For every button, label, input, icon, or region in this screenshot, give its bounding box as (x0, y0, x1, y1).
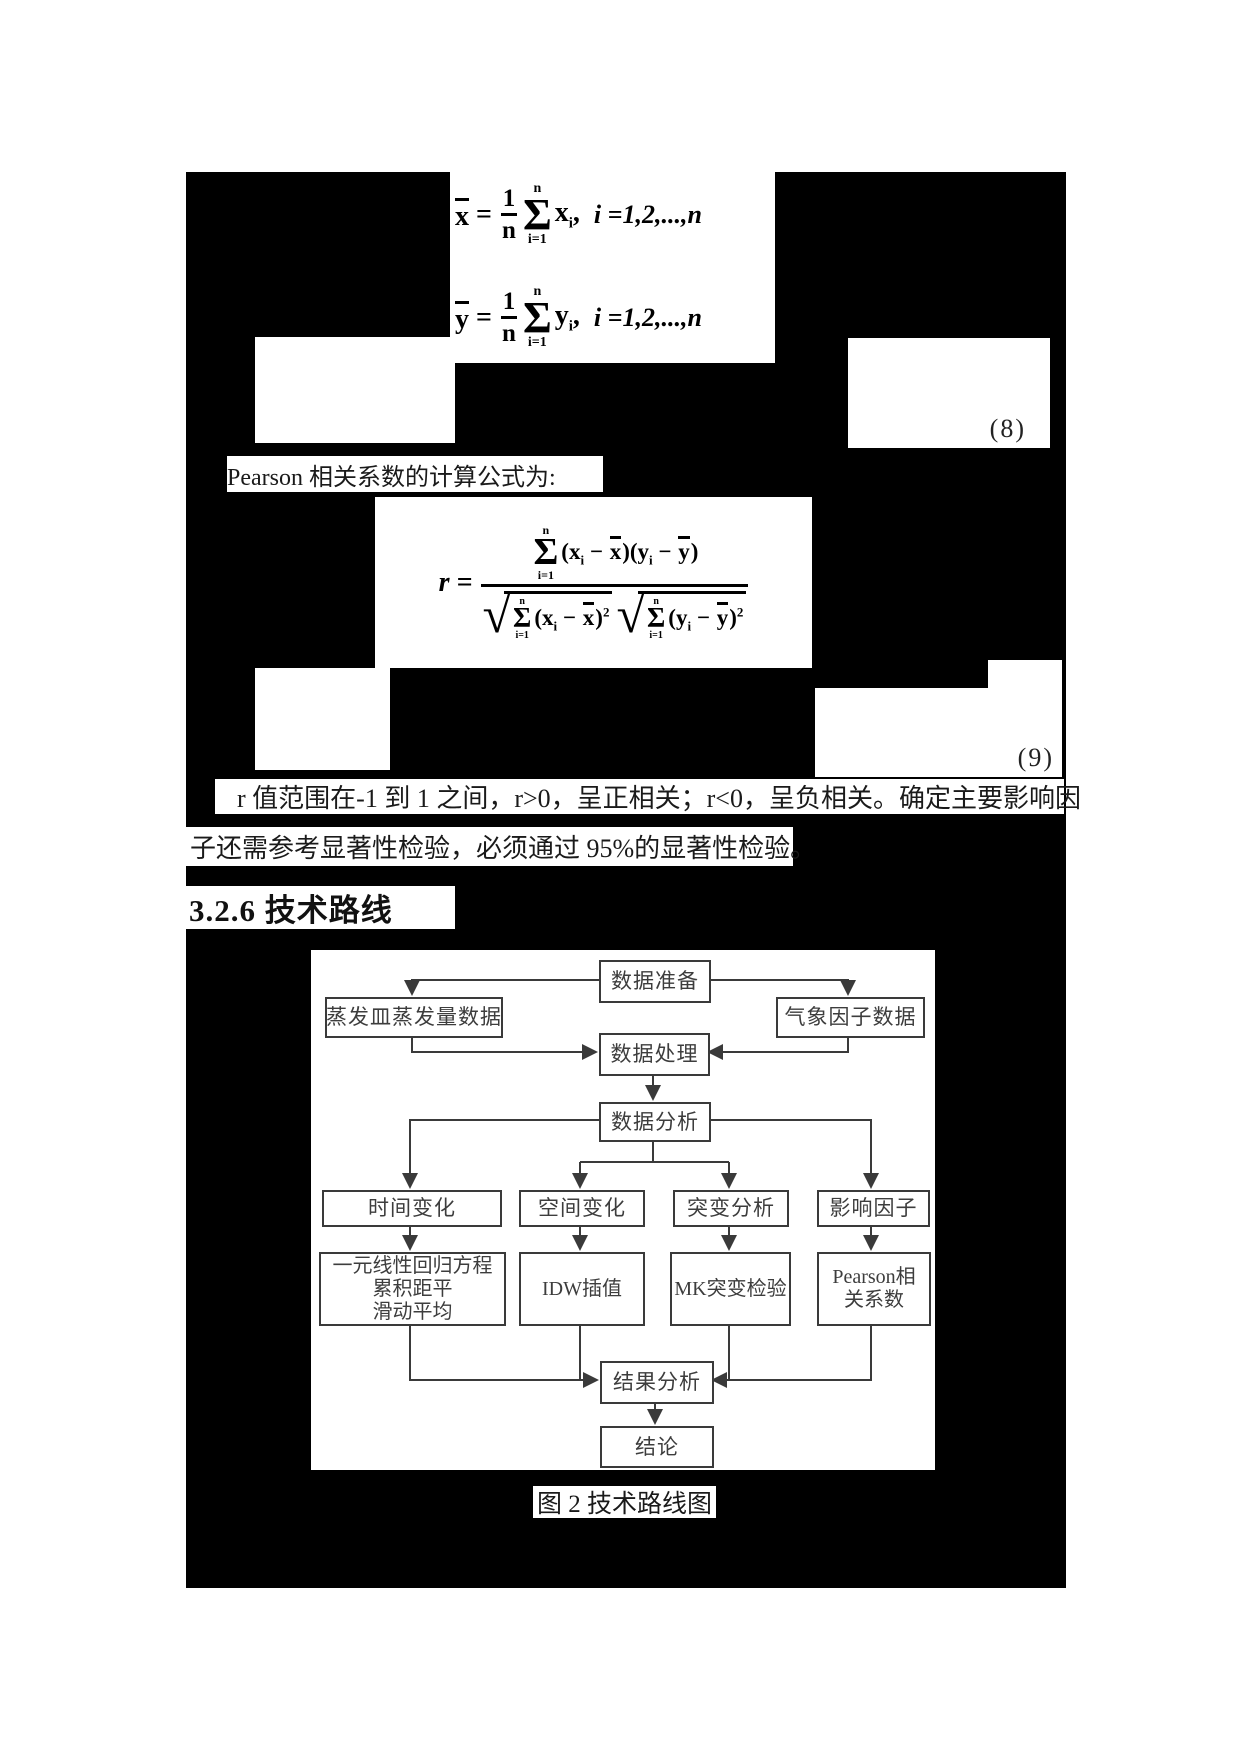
flow-node-result-analysis: 结果分析 (600, 1361, 714, 1404)
sigma-sum: n Σ i=1 (533, 523, 559, 582)
equation-9-label-box: (9) (815, 688, 1062, 777)
sqrt-symbol: √ (616, 587, 645, 645)
flow-node-space-change: 空间变化 (519, 1190, 645, 1227)
flow-node-data-prepare: 数据准备 (599, 960, 711, 1003)
paragraph-line-1: r 值范围在-1 到 1 之间，r>0，呈正相关；r<0，呈负相关。确定主要影响… (215, 779, 1081, 814)
formula-mean-y: y = 1 n n Σ i=1 yi, i =1,2,...,n (455, 284, 702, 351)
flow-node-time-change: 时间变化 (322, 1190, 502, 1227)
fraction-1-over-n: 1 n (500, 185, 517, 245)
flow-node-data-process: 数据处理 (599, 1033, 710, 1076)
flowchart-panel: 数据准备 蒸发皿蒸发量数据 气象因子数据 数据处理 数据分析 时间变化 空间变化… (311, 950, 935, 1470)
flow-node-data-analyze: 数据分析 (599, 1102, 711, 1142)
radical-x: √ n Σ i=1 (xi − x)2 (482, 587, 613, 645)
section-heading: 3.2.6 技术路线 (186, 886, 455, 929)
equation-8-formula-area: x = 1 n n Σ i=1 xi, i =1,2,...,n y = 1 n (450, 172, 775, 363)
flow-node-mk-test: MK突变检验 (670, 1252, 791, 1326)
radical-y: √ n Σ i=1 (yi − y)2 (616, 587, 747, 645)
equation-8-label-box: (8) (848, 338, 1050, 448)
sigma-sum: n Σ i=1 (522, 181, 552, 248)
formula-mean-x: x = 1 n n Σ i=1 xi, i =1,2,...,n (455, 181, 702, 248)
fraction-bar (480, 583, 749, 587)
blank-white-box (255, 668, 390, 770)
xbar-symbol: x (455, 198, 469, 231)
sigma-sum: n Σ i=1 (646, 595, 666, 641)
r-formula-numerator: n Σ i=1 (xi − x)(yi − y) (533, 523, 699, 582)
formula-pearson-r: r = n Σ i=1 (xi − x)(yi − y) √ (439, 523, 749, 645)
flow-node-pearson-coefficient: Pearson相 关系数 (817, 1252, 931, 1326)
blank-white-box (255, 337, 455, 443)
pearson-intro-line: Pearson 相关系数的计算公式为: (227, 456, 603, 492)
fraction-1-over-n: 1 n (500, 288, 517, 348)
flow-node-meteo-factor-data: 气象因子数据 (776, 997, 925, 1038)
r-formula-denominator: √ n Σ i=1 (xi − x)2 √ (481, 587, 749, 645)
flow-node-conclusion: 结论 (600, 1426, 714, 1468)
flow-node-idw-interpolation: IDW插值 (519, 1252, 645, 1326)
pearson-intro-text: Pearson 相关系数的计算公式为: (227, 464, 556, 491)
equation-8-number: (8) (989, 414, 1026, 443)
sigma-sum: n Σ i=1 (522, 284, 552, 351)
sqrt-symbol: √ (482, 587, 512, 645)
equation-9-number: (9) (1017, 743, 1054, 772)
figure-caption: 图 2 技术路线图 (533, 1486, 716, 1518)
blank-white-box (988, 660, 1062, 690)
flow-node-pan-evaporation-data: 蒸发皿蒸发量数据 (325, 997, 503, 1038)
flow-node-mutation-analysis: 突变分析 (673, 1190, 789, 1227)
ybar-symbol: y (455, 301, 469, 334)
flowchart-connectors (402, 979, 879, 1425)
equation-9-formula-area: r = n Σ i=1 (xi − x)(yi − y) √ (375, 497, 812, 668)
sigma-sum: n Σ i=1 (513, 595, 532, 641)
flow-node-influence-factor: 影响因子 (817, 1190, 930, 1227)
flow-node-regression-methods: 一元线性回归方程 累积距平 滑动平均 (319, 1252, 506, 1326)
paragraph-line-2: 子还需参考显著性检验，必须通过 95%的显著性检验。 (186, 827, 816, 866)
